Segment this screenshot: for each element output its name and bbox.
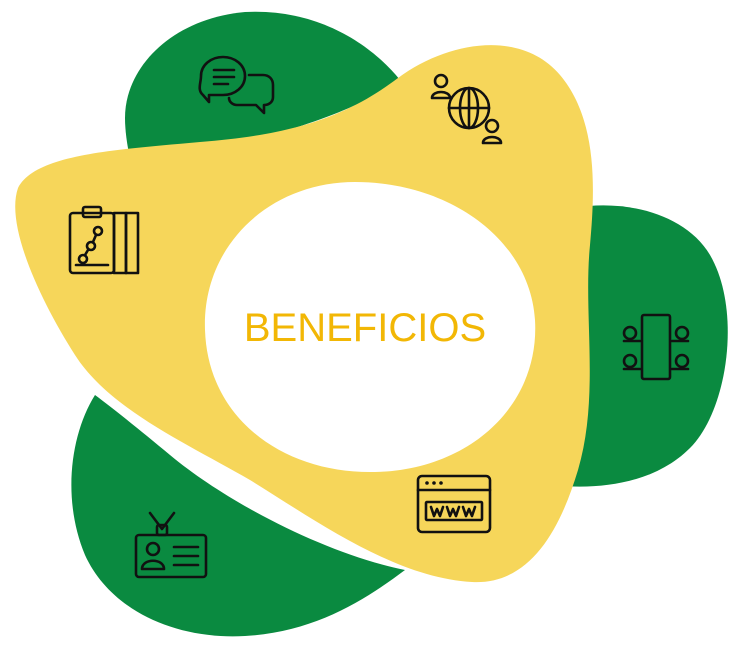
id-badge-icon bbox=[134, 511, 208, 579]
center-circle bbox=[204, 182, 536, 473]
center-title: BENEFICIOS bbox=[243, 305, 487, 350]
clipboard-chart-icon bbox=[68, 205, 140, 275]
chat-bubbles-icon bbox=[198, 55, 275, 115]
global-users-icon bbox=[430, 73, 503, 145]
green-petal-top-left bbox=[125, 11, 400, 159]
web-browser-icon bbox=[416, 474, 492, 534]
meeting-table-icon bbox=[622, 313, 690, 381]
